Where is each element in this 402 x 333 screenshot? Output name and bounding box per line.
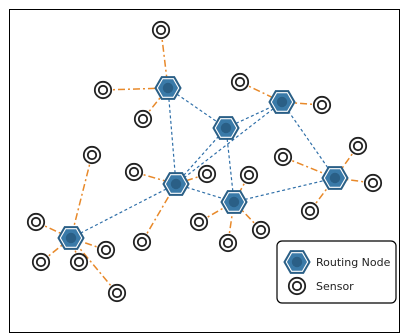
routing-link-r2-r5: [225, 127, 235, 203]
sensor-icon-s8: [132, 232, 152, 252]
sensor-icon-s12: [251, 220, 271, 240]
legend-routing-node-label: Routing Node: [316, 256, 391, 269]
routing-node-icon-r5: [220, 190, 248, 214]
sensor-link-s22: [70, 237, 118, 294]
sensor-icon-s5: [312, 95, 332, 115]
sensor-icon-s6: [124, 162, 144, 182]
routing-link-r3-r6: [281, 101, 336, 179]
sensor-icon-s21: [69, 252, 89, 272]
sensor-icon-s1: [151, 20, 171, 40]
routing-link-r3-r4: [175, 101, 283, 185]
routing-nodes-group: [57, 76, 349, 250]
sensor-icon-s2: [93, 80, 113, 100]
sensor-icon-s7: [197, 164, 217, 184]
legend-sensor-label: Sensor: [316, 280, 354, 293]
routing-node-icon-r3: [268, 90, 296, 114]
sensor-icon-s14: [273, 147, 293, 167]
legend-hexagon-node-icon: [283, 250, 311, 274]
sensor-icon-s4: [230, 72, 250, 92]
legend-sensor-icon: [287, 276, 307, 296]
sensor-icon-s10: [189, 212, 209, 232]
legend-routing-node-icon: [283, 250, 311, 274]
sensor-icon-s19: [31, 252, 51, 272]
routing-link-r5-r6: [233, 177, 336, 203]
sensor-icon-s22: [107, 283, 127, 303]
sensor-icon-s13: [348, 136, 368, 156]
routing-node-icon-r2: [212, 116, 240, 140]
network-diagram: Routing Node Sensor: [26, 20, 397, 304]
sensor-icon-s15: [363, 173, 383, 193]
routing-link-r2-r4: [175, 127, 227, 185]
sensor-icon-s11: [218, 233, 238, 253]
routing-node-icon-r6: [321, 166, 349, 190]
sensor-icon-s20: [96, 240, 116, 260]
routing-node-icon-r4: [162, 172, 190, 196]
routing-link-r1-r4: [167, 87, 177, 185]
sensor-link-s17: [70, 154, 93, 239]
routing-node-icon-r7: [57, 226, 85, 250]
sensor-link-s2: [102, 87, 169, 91]
legend-sensor-ring-icon: [287, 276, 307, 296]
sensor-icon-s17: [82, 145, 102, 165]
legend: Routing Node Sensor: [276, 240, 397, 304]
routing-node-icon-r1: [154, 76, 182, 100]
sensor-icon-s3: [133, 109, 153, 129]
sensors-group: [26, 20, 383, 303]
sensor-icon-s18: [26, 212, 46, 232]
sensor-icon-s9: [239, 165, 259, 185]
sensor-icon-s16: [300, 201, 320, 221]
